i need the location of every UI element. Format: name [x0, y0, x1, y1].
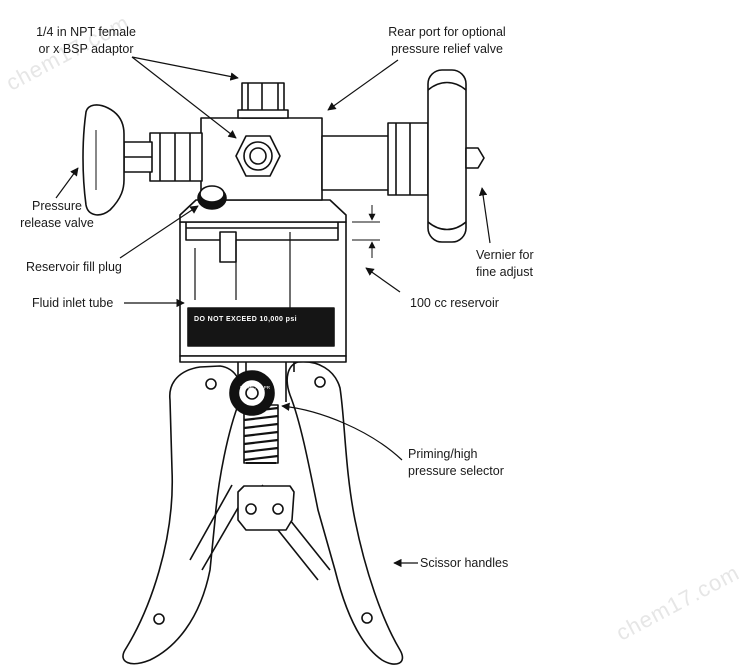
scissor-handles [122, 361, 404, 665]
label-scissor-handles: Scissor handles [420, 556, 509, 570]
label-vernier-line2: fine adjust [476, 265, 533, 279]
label-npt-adaptor-line2: or x BSP adaptor [38, 42, 134, 56]
label-pressure-release-line2: release valve [20, 216, 94, 230]
label-100cc-reservoir: 100 cc reservoir [410, 296, 499, 310]
label-reservoir-fill-plug: Reservoir fill plug [26, 260, 122, 274]
label-fluid-inlet-tube: Fluid inlet tube [32, 296, 114, 310]
leader-lines [55, 56, 491, 568]
pressure-release-valve [82, 104, 203, 216]
label-rear-port-line1: Rear port for optional [388, 25, 506, 39]
priming-selector-knob [229, 370, 275, 416]
label-pressure-release-line1: Pressure [31, 199, 83, 213]
reservoir-fill-plug [197, 185, 227, 210]
label-npt-adaptor-line1: 1/4 in NPT female [36, 25, 136, 39]
label-vernier-line1: Vernier for [476, 248, 534, 262]
vernier-fine-adjust [321, 69, 485, 243]
warning-plate-text: DO NOT EXCEED 10,000 psi [194, 316, 297, 323]
label-rear-port-line2: pressure relief valve [391, 42, 503, 56]
warning-plate [187, 307, 335, 347]
label-selector-line1: Priming/high [408, 447, 478, 461]
knob-label-text: PR ME / HI PR [240, 385, 271, 390]
label-selector-line2: pressure selector [408, 464, 504, 478]
